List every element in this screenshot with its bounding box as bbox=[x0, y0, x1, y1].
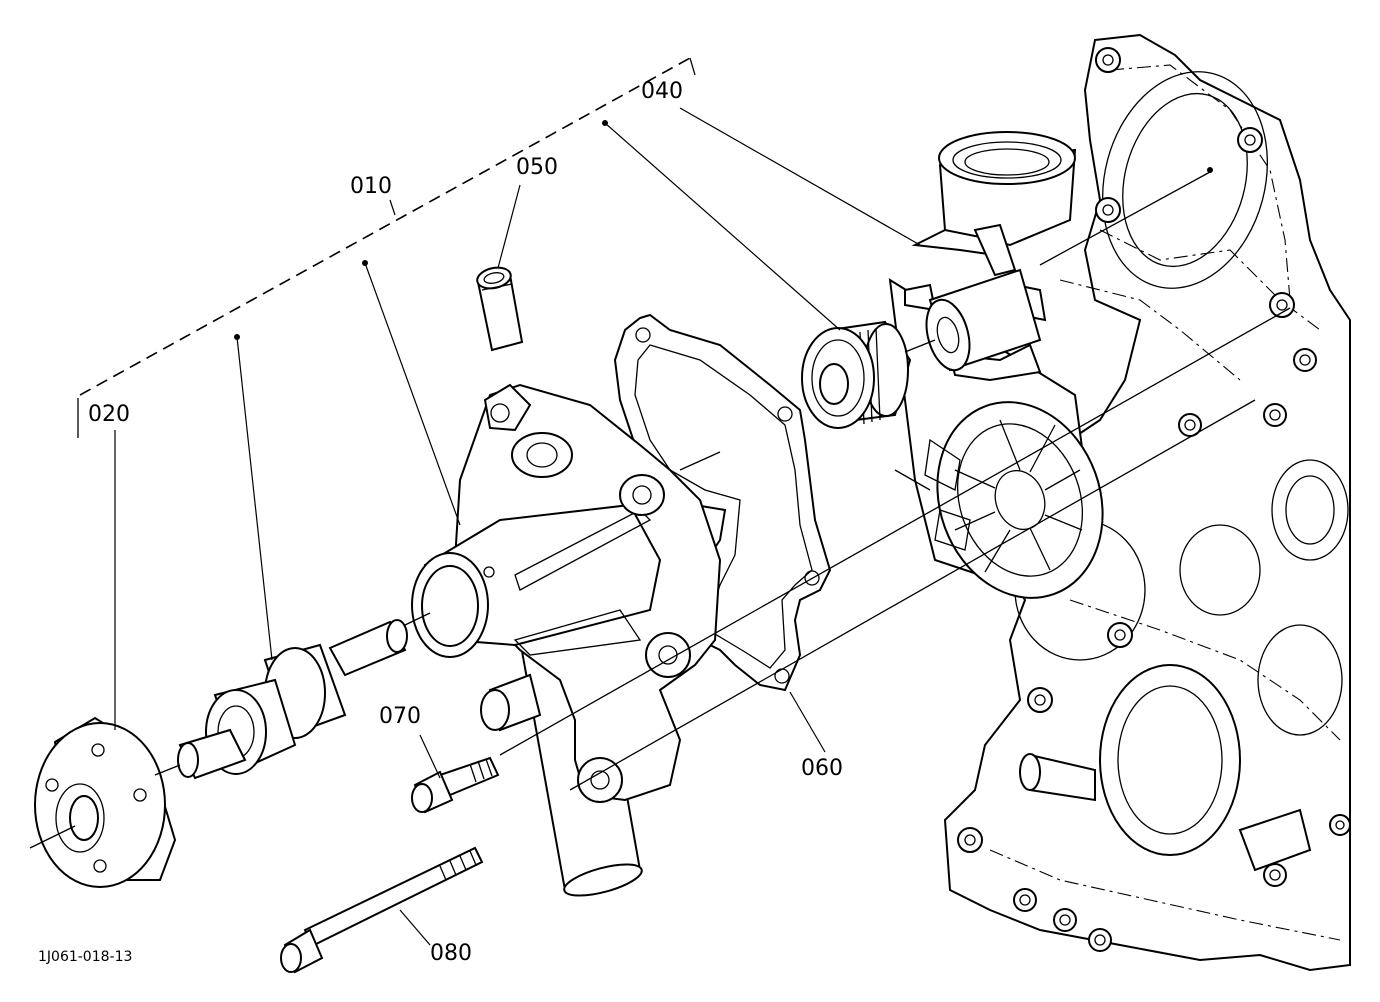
label-060: 060 bbox=[801, 756, 843, 781]
engine-gear-case bbox=[938, 33, 1351, 972]
leader-lines bbox=[114, 107, 921, 946]
label-070: 070 bbox=[379, 704, 421, 729]
bearing-shaft bbox=[177, 619, 408, 780]
part-050-pipe bbox=[476, 266, 524, 352]
part-020-flange bbox=[34, 716, 177, 888]
label-010: 010 bbox=[350, 174, 392, 199]
drawing-number: 1J061-018-13 bbox=[38, 949, 132, 965]
part-080-bolt bbox=[280, 846, 484, 974]
water-pump-body bbox=[411, 383, 722, 897]
part-070-bolt bbox=[411, 756, 500, 814]
part-labels: 020 010 050 040 070 060 080 1J061-018-13 bbox=[38, 79, 843, 966]
label-020: 020 bbox=[88, 402, 130, 427]
kit-bracket bbox=[77, 57, 696, 438]
mechanical-seal bbox=[801, 320, 912, 429]
label-080: 080 bbox=[430, 941, 472, 966]
label-050: 050 bbox=[516, 155, 558, 180]
center-lines bbox=[29, 167, 1291, 849]
label-040: 040 bbox=[641, 79, 683, 104]
part-040-impeller bbox=[904, 223, 1047, 382]
